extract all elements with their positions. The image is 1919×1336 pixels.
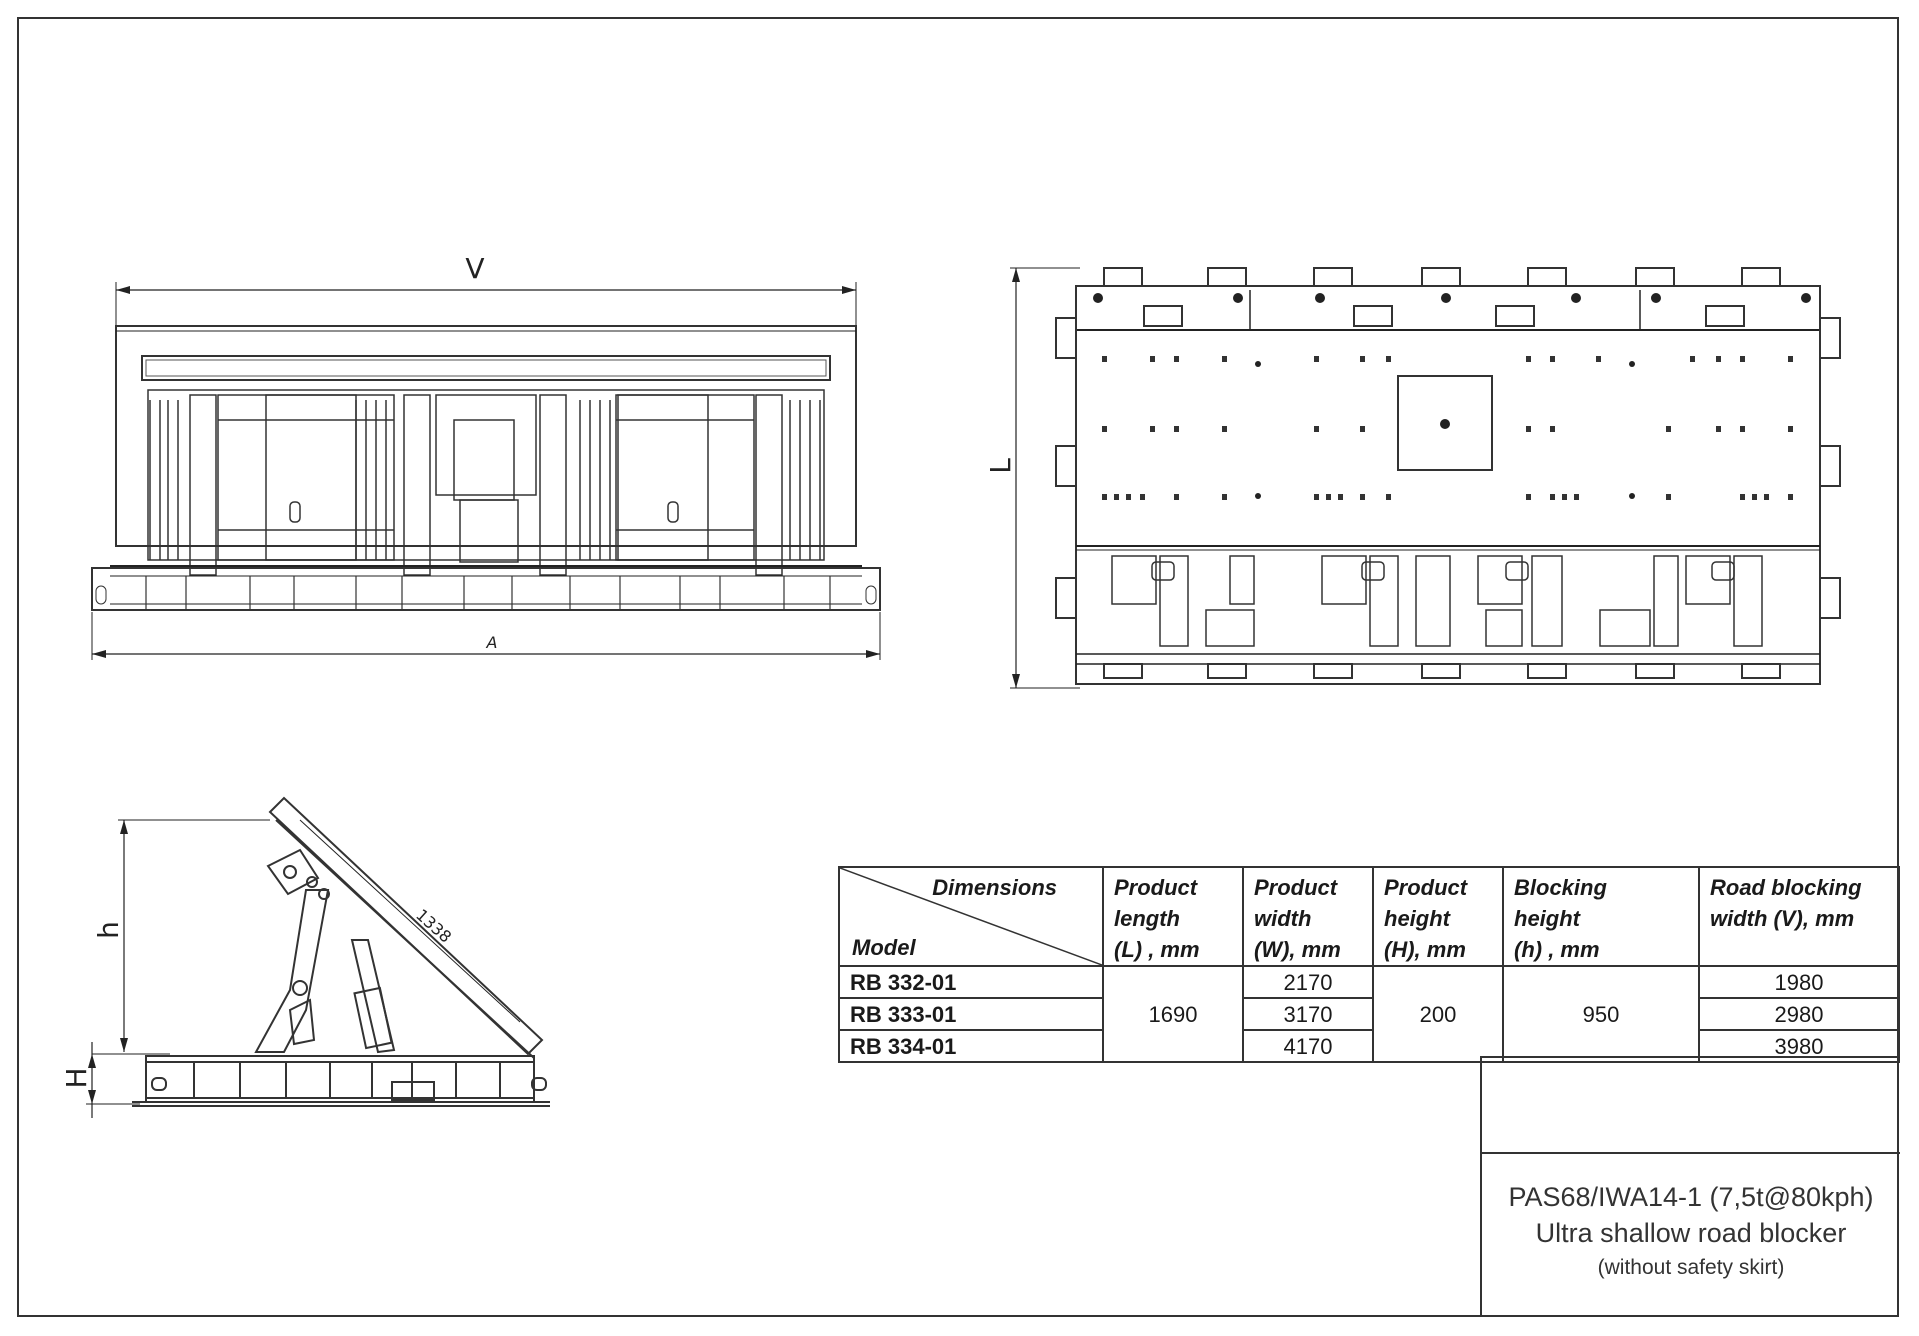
title-block-top-border (1480, 1056, 1900, 1058)
product-length-cell: 1690 (1102, 965, 1244, 1063)
model-cell: RB 333-01 (838, 997, 1104, 1031)
header-dimensions-model: Dimensions Model (838, 866, 1104, 967)
top-view: L (984, 267, 1841, 689)
title-note: (without safety skirt) (1597, 1256, 1785, 1279)
table-row: RB 332-01 1690 2170 200 950 1980 (838, 965, 1900, 1063)
product-width-cell: 4170 (1242, 1029, 1374, 1063)
front-view: V (91, 252, 881, 660)
road-blocking-width-cell: 1980 (1698, 965, 1900, 999)
sheet-border (17, 17, 1899, 1317)
plate-length-label: 1338 (412, 905, 455, 946)
model-cell: RB 334-01 (838, 1029, 1104, 1063)
dimension-v-label: V (465, 252, 484, 285)
title-block-divider (1482, 1152, 1900, 1154)
header-dimensions: Dimensions (932, 875, 1057, 900)
title-standard: PAS68/IWA14-1 (7,5t@80kph) (1508, 1182, 1874, 1212)
dimension-l-label: L (984, 458, 1017, 474)
product-width-cell: 2170 (1242, 965, 1374, 999)
side-view: h H (60, 796, 550, 1118)
model-cell: RB 332-01 (838, 965, 1104, 999)
header-model: Model (852, 935, 916, 960)
product-height-cell: 200 (1372, 965, 1504, 1063)
blocking-height-cell: 950 (1502, 965, 1700, 1063)
title-block: PAS68/IWA14-1 (7,5t@80kph) Ultra shallow… (1480, 1056, 1900, 1316)
dimension-a-label: A (486, 633, 498, 652)
dimension-h-label: h (92, 921, 125, 939)
product-width-cell: 3170 (1242, 997, 1374, 1031)
dimension-big-h-label: H (60, 1067, 93, 1088)
title-product: Ultra shallow road blocker (1535, 1218, 1847, 1248)
road-blocking-width-cell: 2980 (1698, 997, 1900, 1031)
table-row: RB 333-01 3170 2980 (838, 997, 1900, 1031)
